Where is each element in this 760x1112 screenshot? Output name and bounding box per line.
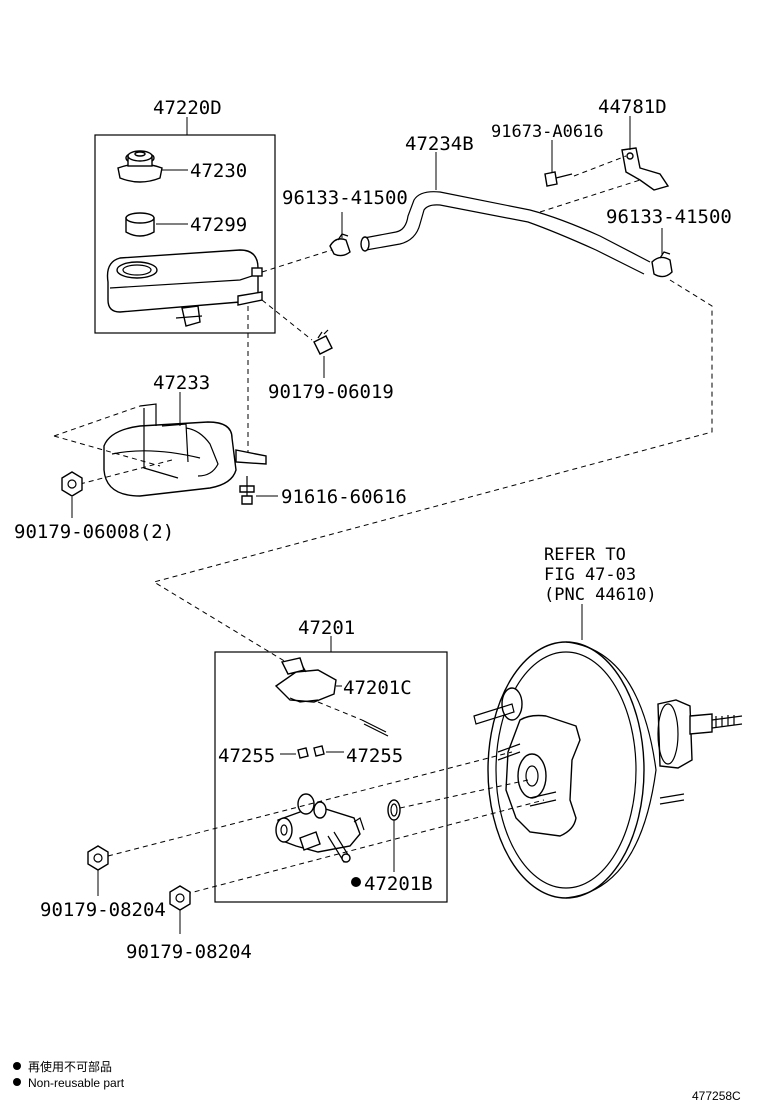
refer-line-1: REFER TO: [544, 545, 626, 565]
label-47233: 47233: [153, 372, 210, 394]
brake-booster: [473, 641, 743, 899]
reservoir-bracket-47233: [103, 403, 267, 497]
label-91673-A0616: 91673-A0616: [491, 122, 604, 142]
hose-clamp-left: [329, 233, 351, 257]
reservoir-cap-47230: [117, 150, 163, 183]
bolt-91616-60616: [239, 476, 255, 505]
legend-bullet-en: [13, 1078, 21, 1086]
label-44781D: 44781D: [598, 96, 667, 118]
label-96133-left: 96133-41500: [282, 187, 408, 209]
master-cylinder: [275, 793, 365, 863]
label-90179-06008: 90179-06008(2): [14, 521, 174, 543]
nut-90179-08204-b: [169, 885, 191, 911]
label-47255-right: 47255: [346, 745, 403, 767]
label-47201B: 47201B: [364, 873, 433, 895]
plug-47255-left: [297, 747, 309, 759]
plug-47255-right: [313, 745, 325, 757]
legend-jp: 再使用不可部品: [28, 1059, 112, 1074]
reservoir-group-box: [94, 134, 276, 334]
label-47220D: 47220D: [153, 97, 222, 119]
nut-90179-06008: [61, 471, 83, 497]
figure-id: 477258C: [692, 1089, 741, 1103]
filter-47201C: [274, 657, 337, 703]
reservoir-hose-47234B: [360, 191, 651, 275]
refer-line-2: FIG 47-03: [544, 565, 636, 585]
label-91616-60616: 91616-60616: [281, 486, 407, 508]
label-47234B: 47234B: [405, 133, 474, 155]
label-90179-08204-b: 90179-08204: [126, 941, 252, 963]
o-ring-47201B: [387, 799, 401, 821]
label-47255-left: 47255: [218, 745, 275, 767]
bracket-44781D: [621, 147, 670, 191]
strainer-47299: [125, 212, 155, 237]
reservoir-tank: [106, 249, 263, 327]
nut-90179-08204-a: [87, 845, 109, 871]
label-47299: 47299: [190, 214, 247, 236]
clip-90179-06019: [313, 329, 333, 355]
bolt-91673-A0616: [544, 171, 573, 187]
hose-clamp-right: [651, 251, 673, 278]
legend-bullet-jp: [13, 1062, 21, 1070]
label-96133-right: 96133-41500: [606, 206, 732, 228]
label-47230: 47230: [190, 160, 247, 182]
non-reusable-mark: [351, 877, 361, 887]
label-47201: 47201: [298, 617, 355, 639]
label-90179-08204-a: 90179-08204: [40, 899, 166, 921]
label-90179-06019: 90179-06019: [268, 381, 394, 403]
legend-en: Non-reusable part: [28, 1076, 125, 1090]
refer-line-3: (PNC 44610): [544, 585, 657, 605]
label-47201C: 47201C: [343, 677, 412, 699]
